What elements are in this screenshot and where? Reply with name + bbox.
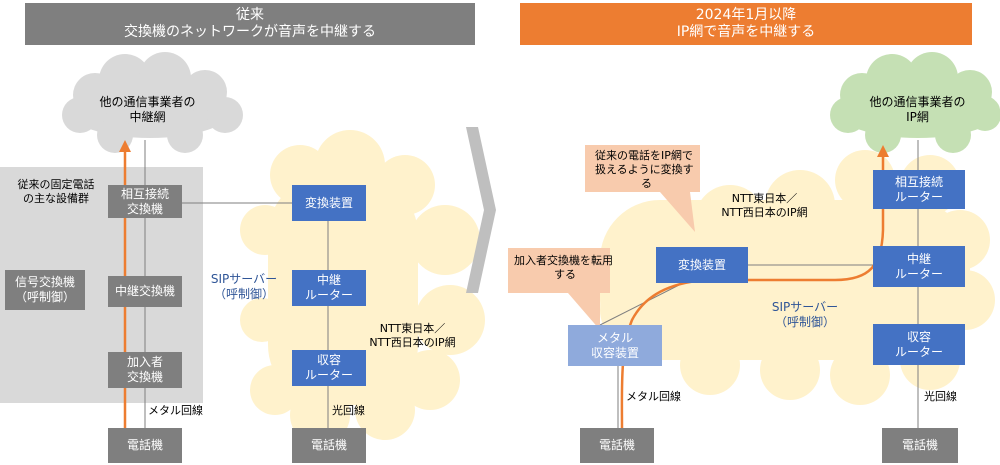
left-connection-lines bbox=[144, 140, 329, 428]
left-optical-line-label: 光回線 bbox=[332, 404, 365, 417]
right-phone-right-box: 電話機 bbox=[882, 428, 958, 463]
left-header-line2: 交換機のネットワークが音声を中継する bbox=[124, 24, 376, 40]
subscriber-exchange-box: 加入者 交換機 bbox=[108, 352, 182, 388]
left-header-line1: 従来 bbox=[236, 7, 264, 23]
right-optical-line-label: 光回線 bbox=[924, 390, 957, 403]
right-access-router-box: 収容 ルーター bbox=[873, 324, 965, 365]
right-connection-lines bbox=[599, 140, 919, 428]
right-header-line1: 2024年1月以降 bbox=[695, 7, 797, 23]
right-carrier-cloud bbox=[830, 52, 1000, 153]
right-cloud-label: 他の通信事業者の IP網 bbox=[869, 95, 966, 124]
right-phone-left-box: 電話機 bbox=[580, 428, 654, 463]
right-ntt-label: NTT東日本／ NTT西日本のIP網 bbox=[721, 192, 808, 219]
callout-bottom-shape bbox=[508, 248, 610, 330]
right-header: 2024年1月以降 IP網で音声を中継する bbox=[520, 3, 972, 45]
left-cloud-label: 他の通信事業者の 中継網 bbox=[99, 95, 196, 124]
mutual-exchange-box: 相互接続 交換機 bbox=[108, 185, 182, 218]
facility-label: 従来の固定電話 の主な設備群 bbox=[17, 178, 95, 205]
callout-top-text: 従来の電話をIP網で 扱えるように変換す る bbox=[595, 149, 694, 190]
signal-exchange-box: 信号交換機 （呼制御） bbox=[5, 270, 85, 310]
left-phone-right-box: 電話機 bbox=[292, 428, 366, 463]
right-metal-line-label: メタル回線 bbox=[626, 390, 681, 403]
left-header: 従来 交換機のネットワークが音声を中継する bbox=[25, 3, 475, 45]
right-header-line2: IP網で音声を中継する bbox=[676, 24, 816, 40]
left-relay-router-box: 中継 ルーター bbox=[292, 270, 366, 306]
left-access-router-box: 収容 ルーター bbox=[292, 350, 366, 386]
left-ntt-label: NTT東日本／ NTT西日本のIP網 bbox=[369, 322, 456, 349]
relay-exchange-box: 中継交換機 bbox=[108, 276, 182, 307]
left-phone-box: 電話機 bbox=[108, 428, 182, 463]
callout-top-shape bbox=[585, 145, 700, 232]
left-metal-line-label: メタル回線 bbox=[148, 404, 203, 417]
left-sip-server-label: SIPサーバー （呼制御） bbox=[210, 272, 278, 301]
left-carrier-cloud bbox=[62, 52, 243, 153]
right-converter-box: 変換装置 bbox=[656, 247, 748, 283]
callout-bottom-text: 加入者交換機を転用 する bbox=[514, 254, 613, 281]
left-converter-box: 変換装置 bbox=[292, 185, 366, 221]
transition-arrow bbox=[466, 127, 496, 293]
right-sip-server-label: SIPサーバー （呼制御） bbox=[771, 300, 839, 329]
right-relay-router-box: 中継 ルーター bbox=[873, 246, 965, 287]
mutual-router-box: 相互接続 ルーター bbox=[873, 170, 965, 209]
metal-access-device-box: メタル 収容装置 bbox=[568, 325, 662, 366]
